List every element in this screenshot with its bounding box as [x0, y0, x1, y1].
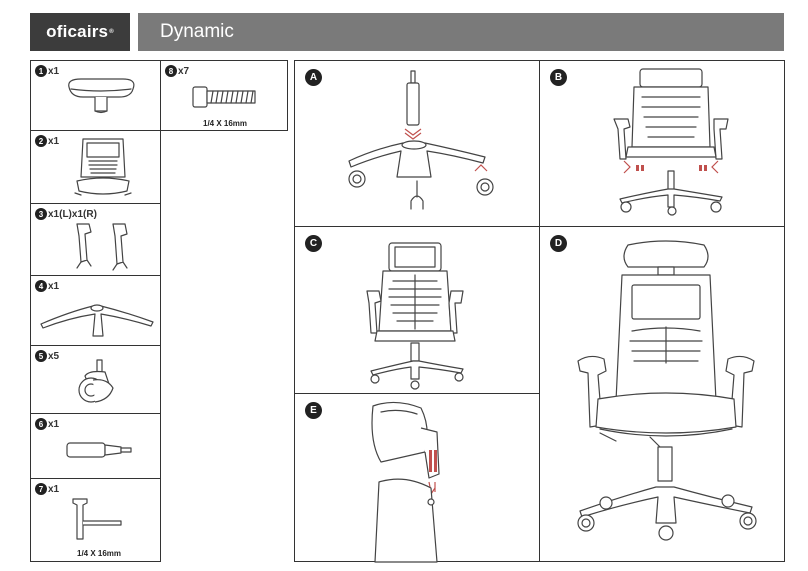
- star-base-icon: [40, 304, 154, 337]
- step-a-panel: A: [294, 60, 540, 227]
- part-number: 6: [35, 418, 47, 430]
- part-number: 3: [35, 208, 47, 220]
- part-quantity: x1: [48, 418, 60, 430]
- bolt-dimension: 1/4 X 16mm: [203, 119, 248, 128]
- assembled-chair-back-view-icon: [366, 242, 464, 390]
- part-number: 5: [35, 350, 47, 362]
- part-number: 8: [165, 65, 177, 77]
- step-c-letter: C: [305, 235, 322, 252]
- attach-headrest-icon: [371, 401, 440, 563]
- step-c-panel: C: [294, 226, 540, 394]
- part-number: 1: [35, 65, 47, 77]
- step-b-letter: B: [550, 69, 567, 86]
- step-e-letter: E: [305, 402, 322, 419]
- step-b-panel: B: [539, 60, 785, 227]
- backrest-icon: [74, 138, 132, 196]
- allen-key-dimension: 1/4 X 16mm: [77, 549, 122, 558]
- header: oficairs® Dynamic: [30, 13, 784, 51]
- brand-name: oficairs: [46, 22, 109, 41]
- part-quantity: x1: [48, 280, 60, 292]
- part-quantity: x5: [48, 350, 60, 362]
- armrests-icon: [76, 223, 128, 271]
- bolt-icon: [192, 86, 256, 108]
- allen-key-icon: [72, 498, 122, 540]
- step-a-letter: A: [305, 69, 322, 86]
- part-quantity: x1: [48, 135, 60, 147]
- part-quantity: x1: [48, 65, 60, 77]
- part-quantity: x1(L)x1(R): [48, 208, 97, 220]
- armrest-pad-icon: [68, 78, 135, 114]
- caster-icon: [78, 359, 114, 403]
- step-d-letter: D: [550, 235, 567, 252]
- part-number: 2: [35, 135, 47, 147]
- step-d-panel: D: [539, 226, 785, 562]
- attach-seat-to-mechanism-icon: [613, 68, 729, 216]
- part-quantity: x7: [178, 65, 190, 77]
- complete-chair-front-view-icon: [577, 240, 757, 541]
- part-quantity: x1: [48, 483, 60, 495]
- part-number: 4: [35, 280, 47, 292]
- step-e-panel: E: [294, 393, 540, 563]
- insert-gas-lift-into-base-icon: [348, 70, 494, 210]
- model-title: Dynamic: [138, 13, 784, 51]
- part-number: 7: [35, 483, 47, 495]
- gas-lift-icon: [66, 442, 132, 458]
- brand-mark: ®: [109, 29, 114, 35]
- brand-logo: oficairs®: [30, 13, 130, 51]
